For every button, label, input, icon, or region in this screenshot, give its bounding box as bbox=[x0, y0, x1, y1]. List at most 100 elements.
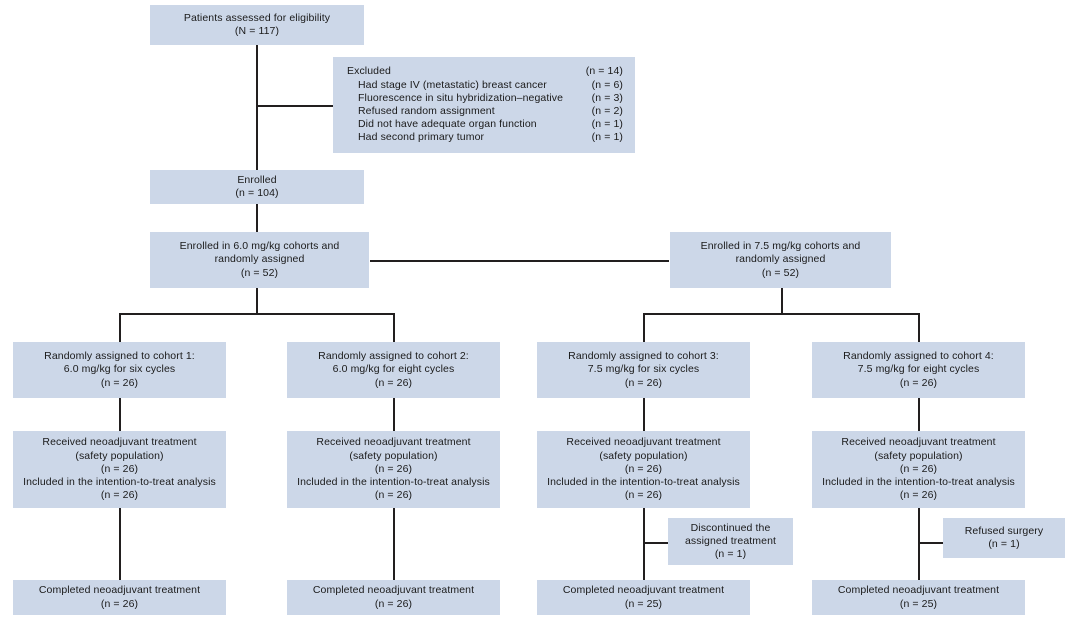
node-received-cohort-4-line5: (n = 26) bbox=[899, 489, 938, 502]
node-completed-cohort-3: Completed neoadjuvant treatment (n = 25) bbox=[537, 580, 750, 615]
node-completed-cohort-4-line1: Completed neoadjuvant treatment bbox=[837, 584, 1000, 597]
connector-to-discontinued bbox=[643, 542, 668, 544]
node-enrolled-75mgkg-line1: Enrolled in 7.5 mg/kg cohorts and bbox=[700, 240, 861, 253]
connector-received2-to-completed2 bbox=[393, 508, 395, 580]
node-enrolled-60mgkg-line3: (n = 52) bbox=[240, 266, 279, 279]
node-completed-cohort-4: Completed neoadjuvant treatment (n = 25) bbox=[812, 580, 1025, 615]
excluded-title-count: (n = 14) bbox=[585, 65, 623, 78]
node-discontinued-treatment: Discontinued the assigned treatment (n =… bbox=[668, 518, 793, 565]
connector-to-refused-surgery bbox=[918, 542, 943, 544]
excluded-reason-label: Fluorescence in situ hybridization–negat… bbox=[358, 91, 564, 104]
node-enrolled-60mgkg: Enrolled in 6.0 mg/kg cohorts and random… bbox=[150, 232, 369, 288]
node-received-cohort-3-line3: (n = 26) bbox=[624, 462, 663, 475]
node-cohort-1-line2: 6.0 mg/kg for six cycles bbox=[63, 363, 176, 376]
node-received-cohort-1-line3: (n = 26) bbox=[100, 462, 139, 475]
node-discontinued-treatment-line1: Discontinued the bbox=[690, 521, 771, 534]
node-completed-cohort-4-line2: (n = 25) bbox=[899, 597, 938, 610]
connector-75-split-bar bbox=[643, 313, 920, 315]
node-cohort-2-line3: (n = 26) bbox=[374, 376, 413, 389]
excluded-reason-row: Did not have adequate organ function (n … bbox=[347, 118, 623, 131]
node-completed-cohort-3-line2: (n = 25) bbox=[624, 597, 663, 610]
excluded-reason-row: Fluorescence in situ hybridization–negat… bbox=[347, 92, 623, 105]
node-received-cohort-4-line4: Included in the intention-to-treat analy… bbox=[822, 476, 1015, 489]
connector-received1-to-completed1 bbox=[119, 508, 121, 580]
node-refused-surgery: Refused surgery (n = 1) bbox=[943, 518, 1065, 558]
node-enrolled-60mgkg-line1: Enrolled in 6.0 mg/kg cohorts and bbox=[179, 240, 340, 253]
node-enrolled-75mgkg-line3: (n = 52) bbox=[761, 266, 800, 279]
node-cohort-2-line1: Randomly assigned to cohort 2: bbox=[318, 350, 469, 363]
node-received-cohort-4: Received neoadjuvant treatment (safety p… bbox=[812, 431, 1025, 508]
node-completed-cohort-1-line1: Completed neoadjuvant treatment bbox=[38, 584, 201, 597]
excluded-reason-count: (n = 1) bbox=[591, 118, 623, 131]
connector-to-cohort2 bbox=[393, 313, 395, 342]
node-completed-cohort-1: Completed neoadjuvant treatment (n = 26) bbox=[13, 580, 226, 615]
node-cohort-4-line1: Randomly assigned to cohort 4: bbox=[843, 350, 994, 363]
node-cohort-3-line1: Randomly assigned to cohort 3: bbox=[568, 350, 719, 363]
excluded-reason-count: (n = 3) bbox=[591, 91, 623, 104]
node-cohort-1-line1: Randomly assigned to cohort 1: bbox=[44, 350, 195, 363]
node-enrolled-line1: Enrolled bbox=[237, 173, 277, 186]
node-received-cohort-1-line5: (n = 26) bbox=[100, 489, 139, 502]
connector-to-cohort1 bbox=[119, 313, 121, 342]
node-enrolled-line2: (n = 104) bbox=[235, 187, 279, 199]
connector-cohort2-to-received2 bbox=[393, 398, 395, 431]
connector-received3-to-completed3 bbox=[643, 508, 645, 580]
node-enrolled: Enrolled (n = 104) bbox=[150, 170, 364, 204]
node-enrolled-75mgkg: Enrolled in 7.5 mg/kg cohorts and random… bbox=[670, 232, 891, 288]
node-received-cohort-1-line1: Received neoadjuvant treatment bbox=[42, 436, 197, 449]
excluded-reason-label: Refused random assignment bbox=[358, 105, 495, 117]
connector-75-drop bbox=[781, 288, 783, 315]
node-cohort-3-line3: (n = 26) bbox=[624, 376, 663, 389]
connector-60-drop bbox=[256, 288, 258, 315]
excluded-reason-row: Had second primary tumor (n = 1) bbox=[347, 131, 623, 144]
node-received-cohort-1: Received neoadjuvant treatment (safety p… bbox=[13, 431, 226, 508]
connector-received4-to-completed4 bbox=[918, 508, 920, 580]
excluded-reason-count: (n = 2) bbox=[591, 105, 623, 117]
excluded-reason-label: Had second primary tumor bbox=[358, 131, 485, 144]
excluded-reason-count: (n = 6) bbox=[591, 78, 623, 91]
node-cohort-4-line3: (n = 26) bbox=[899, 376, 938, 389]
node-completed-cohort-2-line2: (n = 26) bbox=[374, 597, 413, 610]
node-cohort-3-line2: 7.5 mg/kg for six cycles bbox=[587, 363, 700, 376]
connector-60-split-bar bbox=[119, 313, 395, 315]
connector-to-cohort4 bbox=[918, 313, 920, 342]
node-cohort-1-line3: (n = 26) bbox=[100, 376, 139, 389]
node-completed-cohort-2-line1: Completed neoadjuvant treatment bbox=[312, 584, 475, 597]
node-received-cohort-3-line4: Included in the intention-to-treat analy… bbox=[547, 476, 740, 489]
node-patients-assessed-line2: (N = 117) bbox=[234, 25, 280, 37]
node-cohort-2: Randomly assigned to cohort 2: 6.0 mg/kg… bbox=[287, 342, 500, 398]
node-received-cohort-2-line5: (n = 26) bbox=[374, 489, 413, 502]
node-excluded: Excluded (n = 14) Had stage IV (metastat… bbox=[333, 57, 635, 153]
node-cohort-1: Randomly assigned to cohort 1: 6.0 mg/kg… bbox=[13, 342, 226, 398]
node-received-cohort-4-line1: Received neoadjuvant treatment bbox=[841, 436, 996, 449]
node-refused-surgery-line1: Refused surgery bbox=[964, 524, 1044, 537]
node-received-cohort-2-line3: (n = 26) bbox=[374, 462, 413, 475]
node-completed-cohort-1-line2: (n = 26) bbox=[100, 597, 139, 610]
excluded-reason-row: Had stage IV (metastatic) breast cancer … bbox=[347, 79, 623, 92]
node-cohort-4-line2: 7.5 mg/kg for eight cycles bbox=[857, 363, 980, 376]
excluded-title-row: Excluded (n = 14) bbox=[347, 65, 623, 78]
excluded-title: Excluded bbox=[347, 65, 391, 78]
connector-to-cohort3 bbox=[643, 313, 645, 342]
node-discontinued-treatment-line2: assigned treatment bbox=[684, 534, 777, 547]
node-received-cohort-1-line4: Included in the intention-to-treat analy… bbox=[23, 476, 216, 489]
excluded-reason-label: Had stage IV (metastatic) breast cancer bbox=[358, 78, 547, 91]
node-refused-surgery-line2: (n = 1) bbox=[988, 538, 1020, 550]
node-received-cohort-4-line2: (safety population) bbox=[874, 449, 963, 462]
excluded-reason-row: Refused random assignment (n = 2) bbox=[347, 105, 623, 118]
connector-trunk-to-excluded bbox=[256, 105, 333, 107]
node-enrolled-60mgkg-line2: randomly assigned bbox=[214, 253, 305, 266]
node-received-cohort-3-line2: (safety population) bbox=[599, 449, 688, 462]
node-received-cohort-3: Received neoadjuvant treatment (safety p… bbox=[537, 431, 750, 508]
node-completed-cohort-2: Completed neoadjuvant treatment (n = 26) bbox=[287, 580, 500, 615]
connector-60-to-75 bbox=[370, 260, 669, 262]
connector-cohort3-to-received3 bbox=[643, 398, 645, 431]
connector-cohort1-to-received1 bbox=[119, 398, 121, 431]
excluded-reason-label: Did not have adequate organ function bbox=[358, 118, 537, 131]
node-discontinued-treatment-line3: (n = 1) bbox=[714, 548, 747, 561]
node-received-cohort-1-line2: (safety population) bbox=[75, 449, 164, 462]
node-received-cohort-2-line2: (safety population) bbox=[349, 449, 438, 462]
excluded-reason-count: (n = 1) bbox=[591, 131, 623, 144]
node-received-cohort-2-line4: Included in the intention-to-treat analy… bbox=[297, 476, 490, 489]
